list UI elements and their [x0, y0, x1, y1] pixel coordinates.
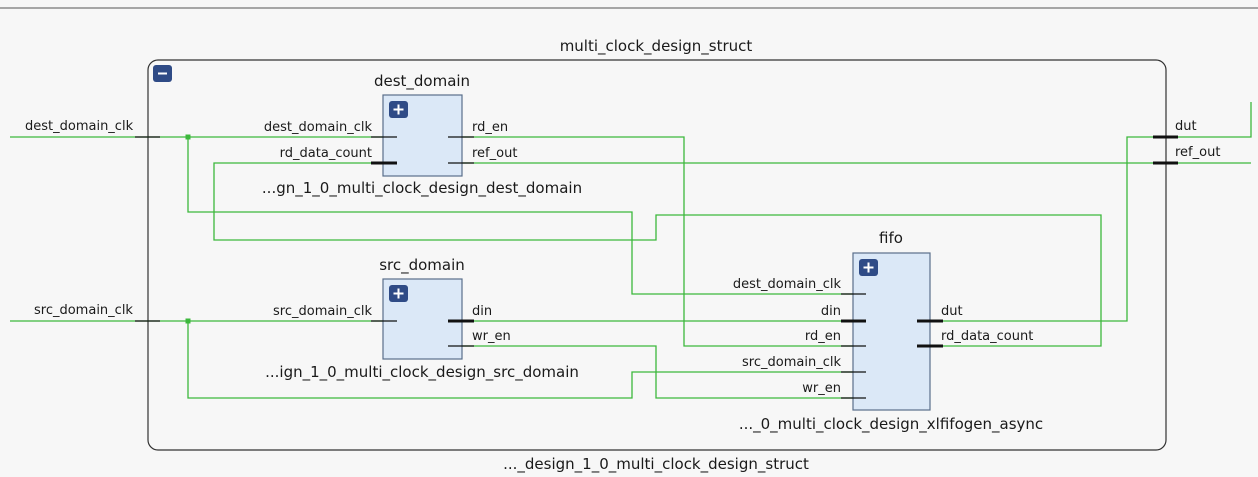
port-label-dest-domain-clk: dest_domain_clk [25, 119, 134, 134]
port-label-dut: dut [1175, 119, 1197, 134]
fifo-pin-din: din [821, 304, 841, 319]
fifo-pin-src-domain-clk: src_domain_clk [742, 355, 841, 370]
fifo-pin-dest-domain-clk: dest_domain_clk [733, 277, 842, 292]
src-domain-block[interactable] [371, 278, 474, 360]
src-domain-instance-label: ...ign_1_0_multi_clock_design_src_domain [265, 363, 579, 382]
src-domain-expand-plus-icon[interactable] [389, 285, 408, 302]
dest-domain-title: dest_domain [374, 72, 470, 91]
top-module-title: multi_clock_design_struct [560, 37, 753, 56]
port-label-ref-out: ref_out [1175, 145, 1220, 160]
src-domain-pin-din: din [472, 304, 492, 319]
dest-domain-pin-rd-data-count: rd_data_count [280, 146, 372, 161]
src-domain-pin-wr-en: wr_en [472, 329, 511, 344]
dest-domain-expand-plus-icon[interactable] [389, 101, 408, 118]
src-domain-title: src_domain [379, 256, 465, 275]
fifo-title: fifo [879, 229, 903, 247]
dest-domain-block[interactable] [371, 94, 474, 177]
dest-domain-pin-ref-out: ref_out [472, 146, 517, 161]
wire-group [10, 102, 1252, 399]
junction-dest-clk [185, 134, 191, 140]
fifo-pin-rd-data-count: rd_data_count [941, 329, 1033, 344]
fifo-expand-plus-icon[interactable] [859, 259, 878, 276]
wire-src-clk-to-fifo [187, 321, 853, 399]
src-domain-pin-src-domain-clk: src_domain_clk [273, 304, 372, 319]
fifo-block[interactable] [841, 252, 943, 411]
wire-rd-data-count [213, 162, 1102, 347]
fifo-pin-rd-en: rd_en [805, 329, 841, 344]
dest-domain-instance-label: ...gn_1_0_multi_clock_design_dest_domain [262, 179, 582, 198]
wire-wr-en [462, 345, 853, 399]
wire-dut [930, 102, 1252, 322]
top-module-container[interactable] [147, 59, 1167, 451]
junction-src-clk [185, 318, 191, 324]
dest-domain-pin-rd-en: rd_en [472, 120, 508, 135]
fifo-pin-dut: dut [941, 304, 963, 319]
top-module-instance-label: ..._design_1_0_multi_clock_design_struct [503, 455, 809, 474]
collapse-minus-icon[interactable] [153, 65, 172, 82]
dest-domain-pin-dest-domain-clk: dest_domain_clk [264, 120, 373, 135]
port-label-src-domain-clk: src_domain_clk [34, 303, 133, 318]
fifo-instance-label: ..._0_multi_clock_design_xlfifogen_async [739, 415, 1043, 434]
wire-rd-en [462, 136, 853, 347]
wire-dest-clk-to-fifo [187, 137, 853, 295]
fifo-pin-wr-en: wr_en [802, 381, 841, 396]
